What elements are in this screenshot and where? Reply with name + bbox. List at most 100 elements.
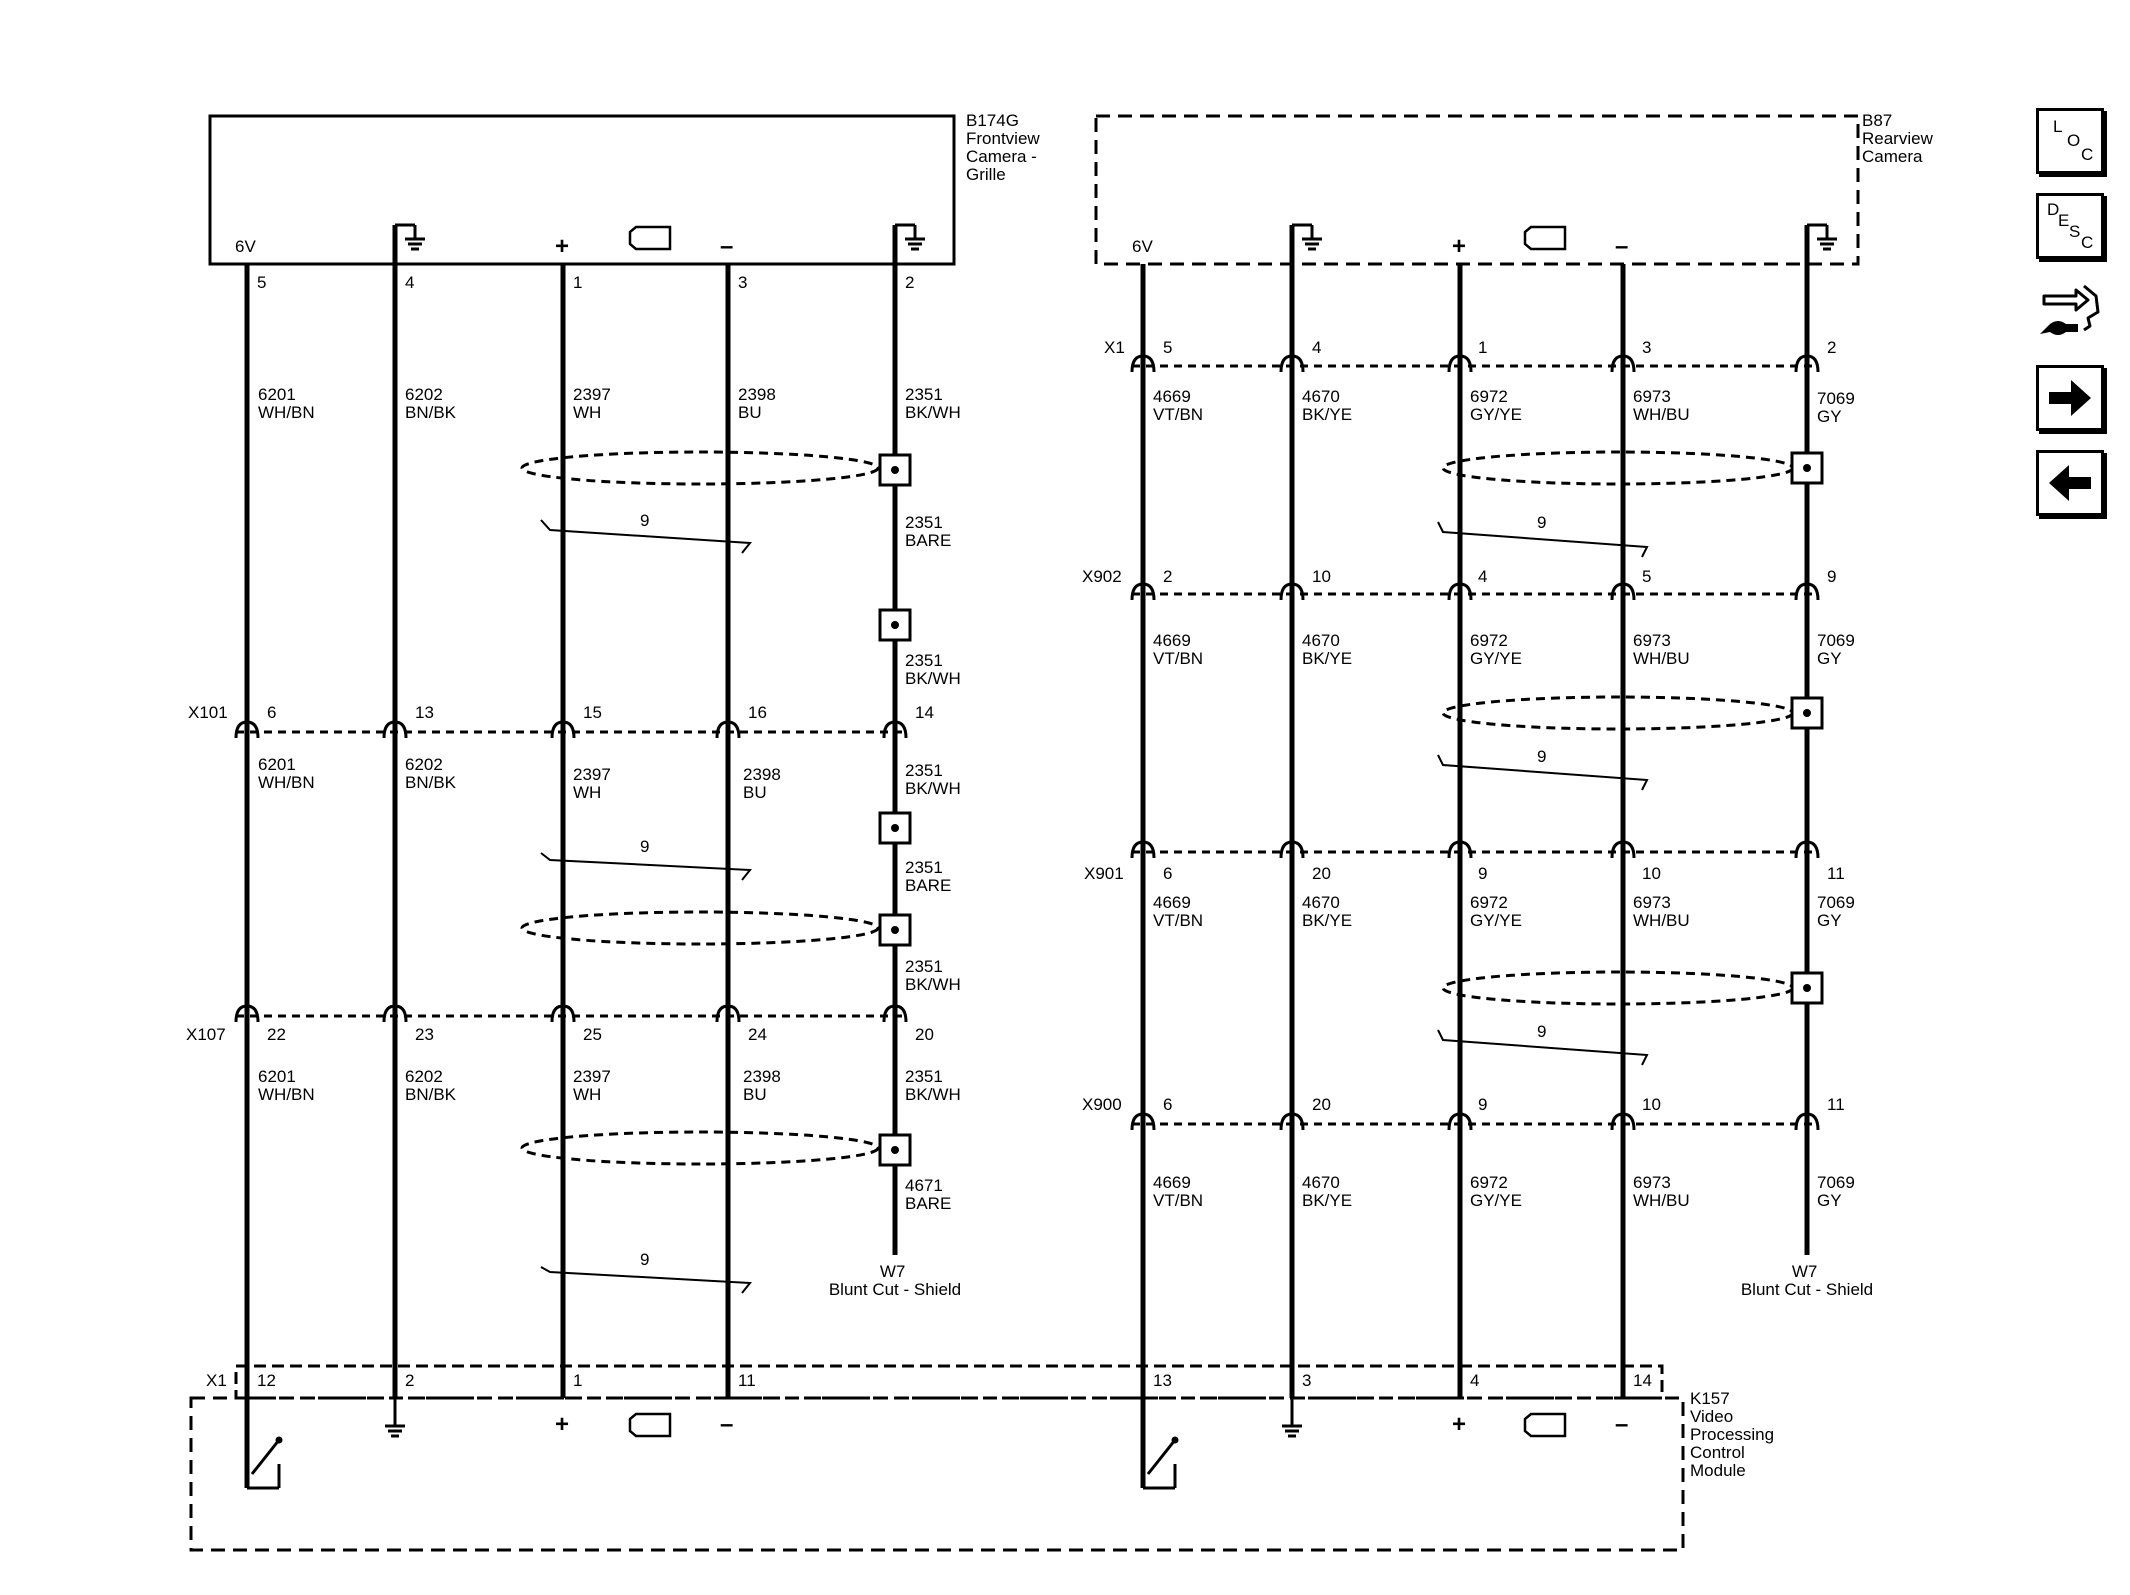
- loc-letter: L: [2053, 117, 2063, 136]
- connector-x1-label: X1: [1104, 338, 1125, 357]
- twisted-pair-label: 9: [640, 837, 649, 856]
- svg-text:6: 6: [1163, 864, 1172, 883]
- shield-blunt-cut-left: W7 Blunt Cut - Shield: [829, 1262, 961, 1299]
- shield-ellipse: [520, 910, 880, 946]
- connector-k157-x1-label: X1: [206, 1371, 227, 1390]
- svg-text:10: 10: [1642, 864, 1661, 883]
- svg-text:5: 5: [257, 273, 266, 292]
- connector-terminals: [234, 354, 1820, 1132]
- svg-text:10: 10: [1312, 567, 1331, 586]
- shield-blunt-cut-right: W7 Blunt Cut - Shield: [1741, 1262, 1873, 1299]
- svg-text:11: 11: [738, 1371, 756, 1390]
- svg-text:4: 4: [405, 273, 414, 292]
- desc-letter: D: [2047, 200, 2060, 219]
- svg-text:25: 25: [583, 1025, 602, 1044]
- plus-symbol: +: [1452, 1411, 1466, 1438]
- desc-letter: S: [2069, 222, 2081, 241]
- svg-text:4: 4: [1478, 567, 1487, 586]
- connector-x902-label: X902: [1082, 567, 1122, 586]
- svg-text:20: 20: [1312, 864, 1331, 883]
- svg-text:5: 5: [1642, 567, 1651, 586]
- svg-text:16: 16: [748, 703, 767, 722]
- previous-page-button[interactable]: [2036, 450, 2104, 516]
- video-signal-icon: [628, 1412, 672, 1438]
- twisted-pair-label: 9: [1537, 513, 1546, 532]
- svg-text:13: 13: [1153, 1371, 1172, 1390]
- svg-text:3: 3: [738, 273, 747, 292]
- svg-text:22: 22: [267, 1025, 286, 1044]
- video-signal-icon: [628, 225, 672, 251]
- connector-tool-icon: [2040, 284, 2100, 335]
- svg-text:1: 1: [573, 273, 582, 292]
- shield-connector-icon: [878, 608, 912, 642]
- svg-text:13: 13: [415, 703, 434, 722]
- video-signal-icon: [1523, 225, 1567, 251]
- twisted-pair-label: 9: [640, 511, 649, 530]
- plus-symbol: +: [555, 233, 569, 260]
- b174g-component-box: [208, 114, 956, 266]
- connector-x900-label: X900: [1082, 1095, 1122, 1114]
- shield-ellipse: [1441, 970, 1795, 1006]
- next-page-button[interactable]: [2036, 365, 2104, 431]
- svg-text:15: 15: [583, 703, 602, 722]
- svg-text:9: 9: [1827, 567, 1836, 586]
- svg-text:1: 1: [1478, 338, 1487, 357]
- desc-button[interactable]: D E S C: [2036, 193, 2104, 259]
- k157-x1-connector-box: [234, 1364, 1664, 1400]
- pin-numbers: 5 4 1 3 2 5 4 1 3 2 2 10 4 5 9 6 20 9 10…: [257, 273, 1845, 1390]
- shield-connector-icon: [1790, 696, 1824, 730]
- plus-symbol: +: [1452, 233, 1466, 260]
- ground-icon: [1815, 223, 1839, 251]
- connector-x901-label: X901: [1084, 864, 1124, 883]
- shield-ellipse: [1441, 695, 1795, 731]
- twisted-pair-label: 9: [1537, 1022, 1546, 1041]
- k157-component-box: [189, 1396, 1685, 1552]
- shield-connector-icon: [1790, 451, 1824, 485]
- desc-letter: C: [2081, 233, 2094, 252]
- connector-x101-label: X101: [188, 703, 228, 722]
- b87-label: B87 Rearview Camera: [1862, 111, 1938, 166]
- loc-letter: O: [2067, 131, 2081, 150]
- svg-text:1: 1: [573, 1371, 582, 1390]
- svg-text:23: 23: [415, 1025, 434, 1044]
- loc-button[interactable]: L O C: [2036, 108, 2104, 174]
- twisted-pair-label: 9: [1537, 747, 1546, 766]
- connector-tool-button[interactable]: [2036, 278, 2104, 344]
- shield-connector-icon: [1790, 971, 1824, 1005]
- loc-letter: C: [2081, 145, 2094, 164]
- svg-text:9: 9: [1478, 864, 1487, 883]
- shield-connector-icon: [878, 811, 912, 845]
- svg-text:11: 11: [1827, 864, 1845, 883]
- b87-component-box: [1094, 114, 1860, 266]
- svg-text:11: 11: [1827, 1095, 1845, 1114]
- twisted-pair-markers: [540, 519, 1649, 1294]
- desc-letter: E: [2058, 211, 2070, 230]
- twisted-pair-label: 9: [640, 1250, 649, 1269]
- svg-text:5: 5: [1163, 338, 1172, 357]
